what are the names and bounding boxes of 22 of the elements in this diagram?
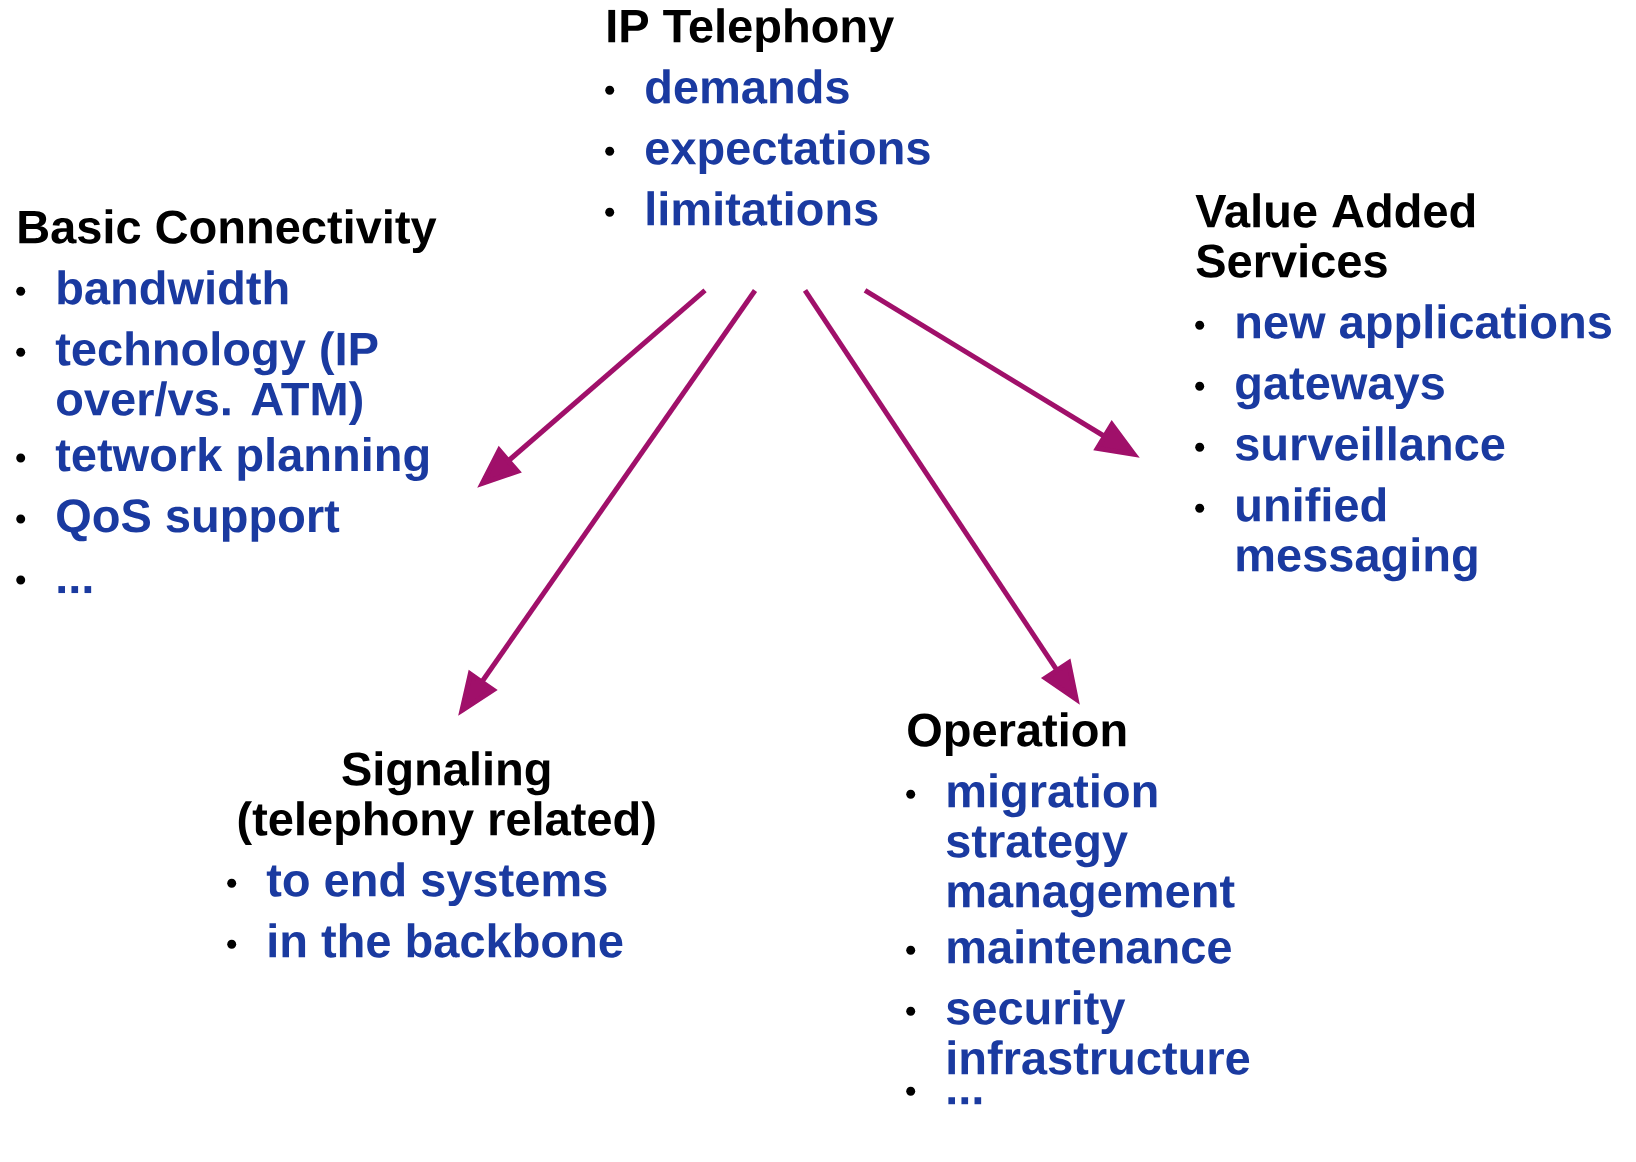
bullet-item: QoS support (57, 499, 340, 542)
bullet-item: gateways (1236, 368, 1444, 410)
bullet-item: new applications (1237, 304, 1611, 348)
bullet-item: ... (58, 586, 92, 594)
heading: Basic Connectivity (19, 209, 437, 253)
heading: IP Telephony (608, 8, 894, 52)
bullet-item: limitations (647, 191, 878, 226)
bullet-item: unified messaging (1237, 487, 1477, 582)
bullet-item: in the backbone (269, 923, 623, 958)
bullet-item: expectations (646, 130, 930, 174)
heading: Operation (908, 712, 1126, 756)
bullet-item: demands (646, 69, 849, 104)
bullet-item: maintenance (948, 929, 1231, 964)
bullet-item: to end systems (266, 862, 607, 906)
bullet-item: bandwidth (58, 270, 288, 305)
bullet-item: surveillance (1235, 426, 1505, 461)
bullet-item: security infrastructure (946, 990, 1250, 1075)
heading: Signaling (telephony related) (238, 751, 655, 845)
bullet-item: ... (948, 1097, 982, 1105)
bullet-item: technology (IP over/vs. ATM) (55, 331, 378, 425)
bullet-item: tetwork planning (55, 437, 429, 481)
heading: Value Added Services (1195, 193, 1475, 278)
